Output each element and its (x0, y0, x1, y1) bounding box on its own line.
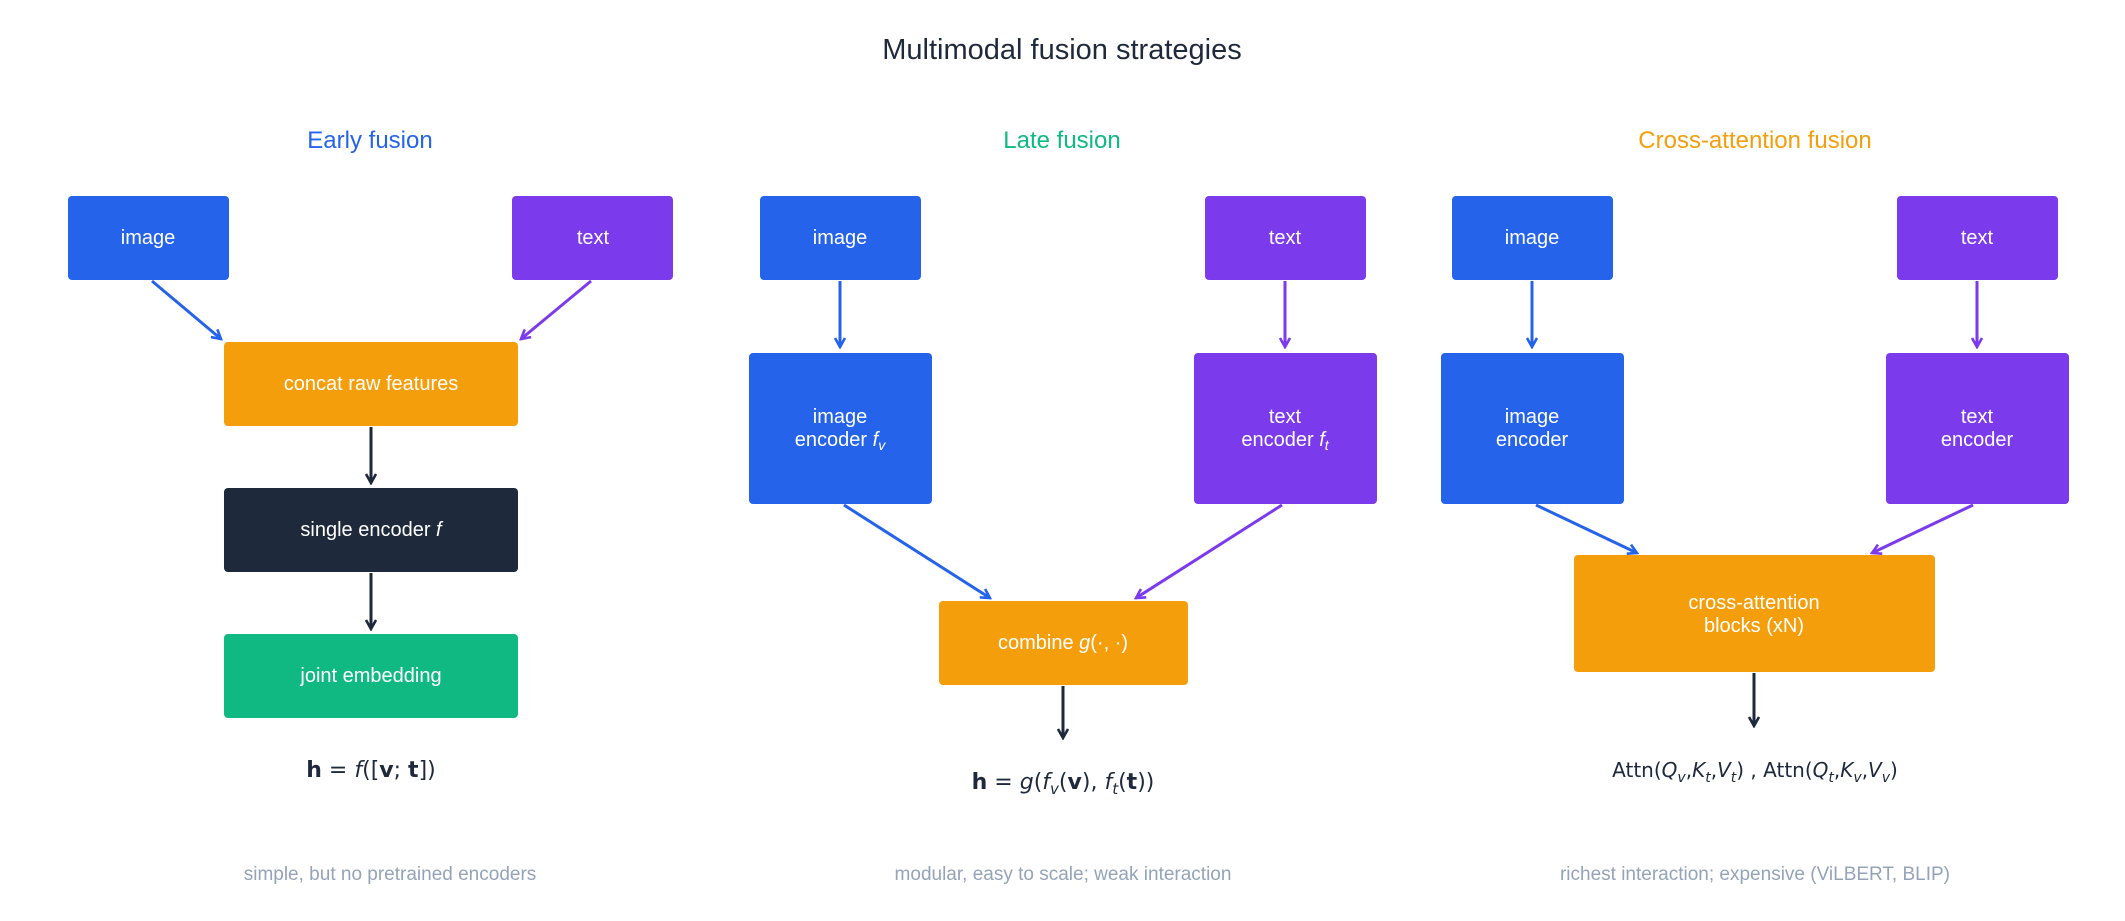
cross-text-label: text (1961, 227, 1994, 249)
diagram-title: Multimodal fusion strategies (882, 34, 1241, 66)
early-image-box (68, 196, 229, 280)
cross-text-encoder-arrow (1872, 503, 1974, 553)
early-encoder-label: single encoder f (300, 519, 444, 541)
cross-image-encoder-arrow (1535, 503, 1637, 553)
cross-image-encoder-box (1441, 353, 1624, 504)
late-text-box (1205, 196, 1366, 280)
panel-title-late-fusion: Late fusion (1003, 127, 1120, 154)
cross-caption: richest interaction; expensive (ViLBERT,… (1560, 864, 1950, 885)
early-encoder-box (224, 488, 518, 572)
cross-text-box (1897, 196, 2058, 280)
cross-attention-box (1574, 555, 1935, 672)
early-output-label: joint embedding (299, 665, 441, 687)
early-text-arrow (521, 279, 592, 339)
late-image-encoder-box (749, 353, 932, 504)
cross-image-label: image (1505, 227, 1559, 249)
late-formula: h = g(fv(v), ft(t)) (972, 770, 1155, 798)
early-text-box (512, 196, 673, 280)
late-text-label: text (1269, 227, 1302, 249)
cross-text-encoder-box (1886, 353, 2069, 504)
early-image-label: image (121, 227, 175, 249)
early-concat-box (224, 342, 518, 426)
cross-image-box (1452, 196, 1613, 280)
late-combine-label: combine g(·, ·) (998, 632, 1128, 654)
cross-formula: Attn(Qv,Kt,Vt) , Attn(Qt,Kv,Vv) (1612, 758, 1898, 786)
late-caption: modular, easy to scale; weak interaction (895, 864, 1232, 885)
late-combine-box (939, 601, 1188, 685)
late-text-encoder-arrow (1136, 503, 1283, 598)
panel-title-cross-attention: Cross-attention fusion (1638, 127, 1871, 154)
early-image-arrow (151, 279, 221, 339)
early-output-box (224, 634, 518, 718)
late-image-label: image (813, 227, 867, 249)
panel-early-fusion: Early fusion image text concat raw featu… (68, 127, 673, 885)
late-image-box (760, 196, 921, 280)
early-concat-label: concat raw features (284, 373, 459, 395)
late-text-encoder-box (1194, 353, 1377, 504)
early-text-label: text (577, 227, 610, 249)
panel-title-early-fusion: Early fusion (307, 127, 432, 154)
early-formula: h = f([v; t]) (306, 758, 435, 783)
early-caption: simple, but no pretrained encoders (244, 864, 537, 885)
late-image-encoder-arrow (843, 503, 990, 598)
